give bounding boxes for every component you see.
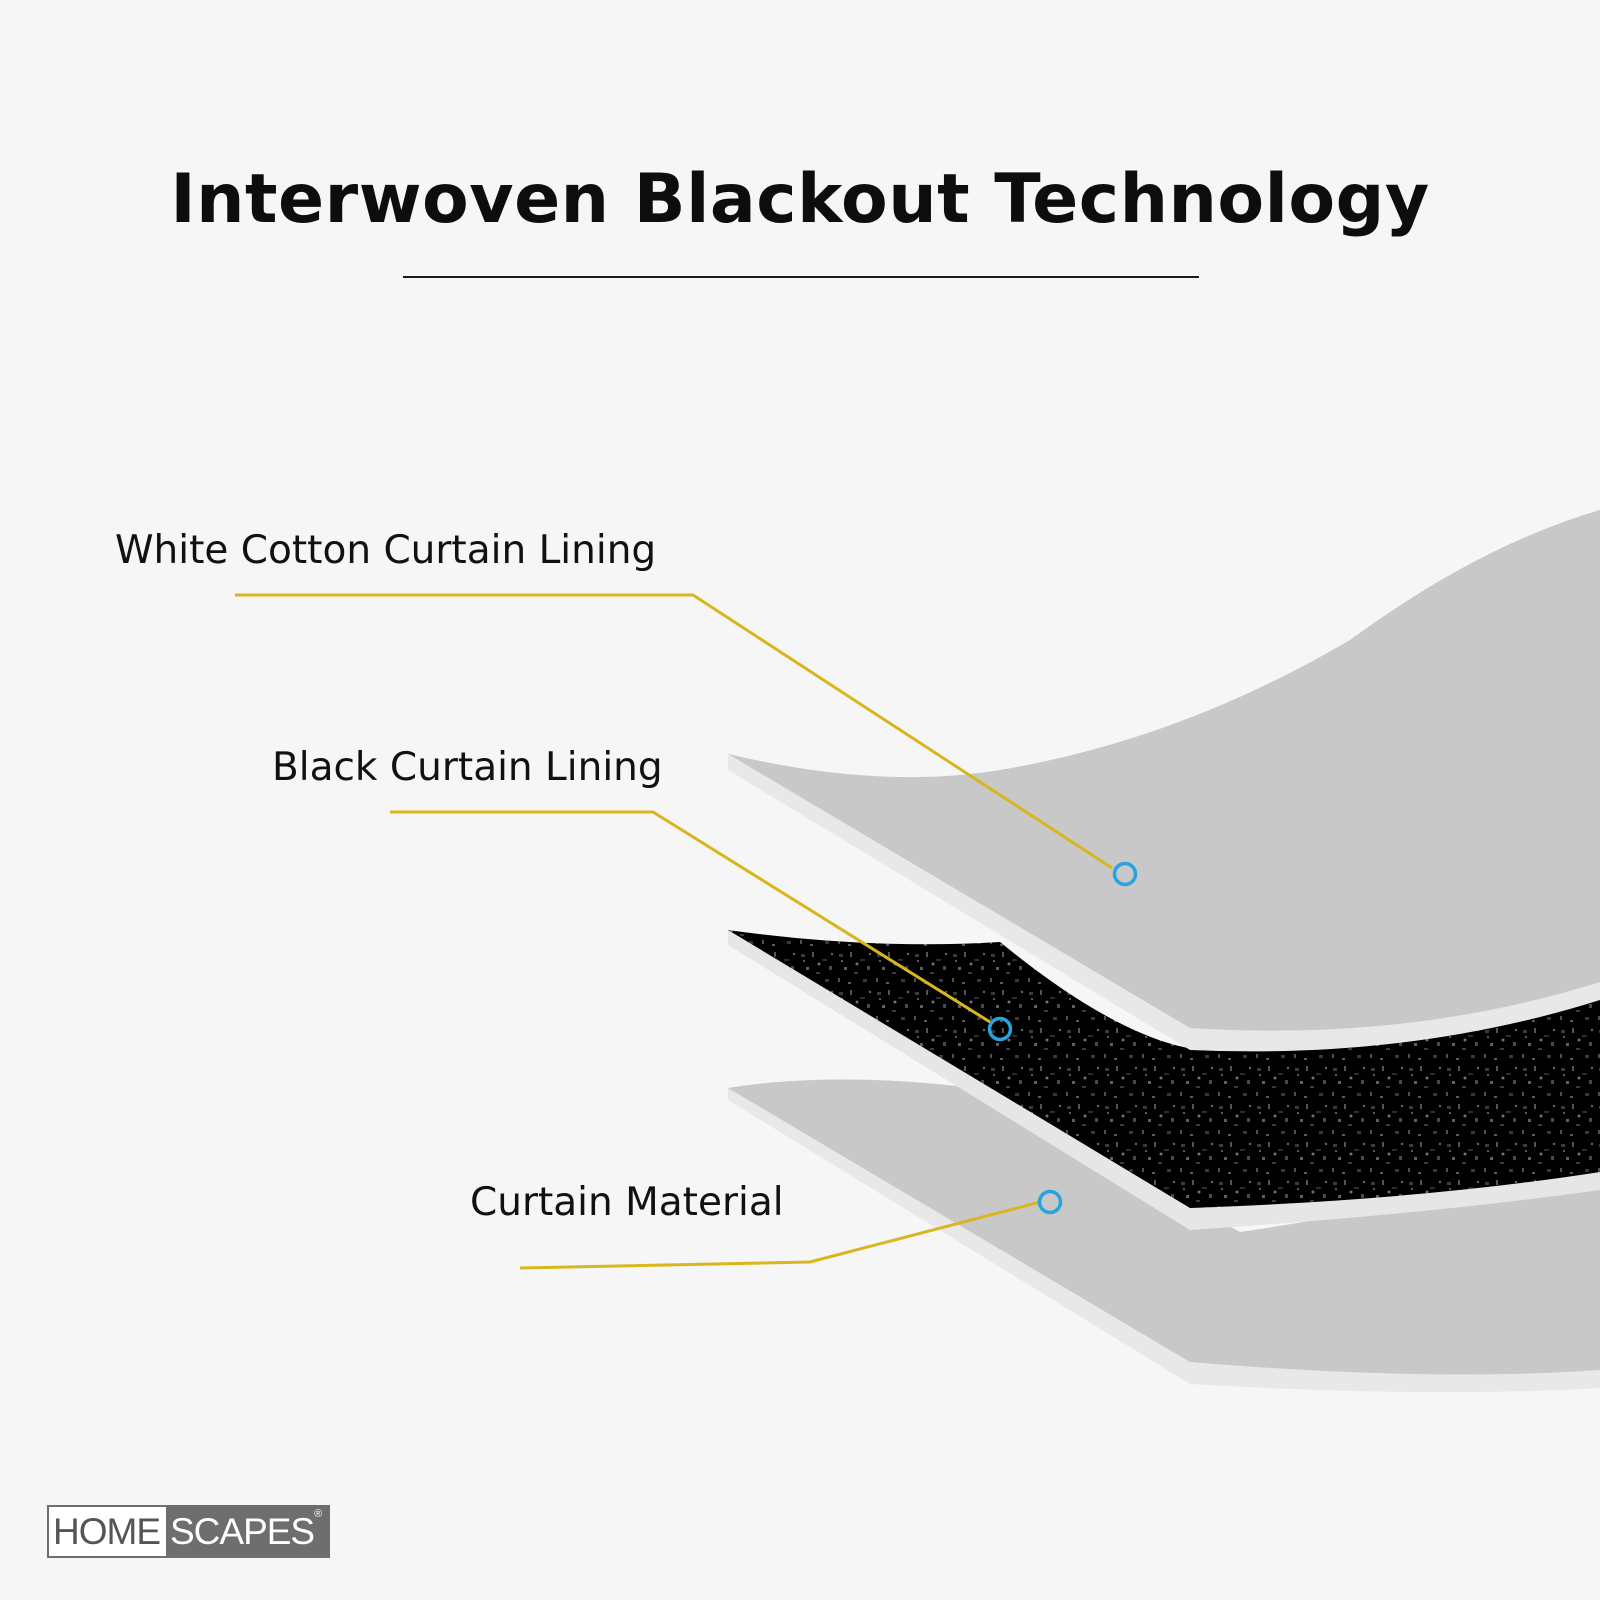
logo-home-text: HOME — [49, 1507, 166, 1556]
leader-line-white-cotton — [235, 593, 1113, 870]
black-lining-sheet — [728, 930, 1600, 1208]
leader-line-material — [519, 1200, 1041, 1270]
registered-mark: ® — [314, 1508, 323, 1520]
black-lining-layer — [728, 930, 1600, 1230]
white-cotton-lining-sheet — [728, 510, 1600, 1031]
label-black-curtain-lining: Black Curtain Lining — [272, 745, 663, 790]
marker-black — [987, 1016, 1013, 1042]
logo-scapes-text: SCAPES® — [166, 1507, 329, 1556]
curtain-material-sheet — [728, 1079, 1600, 1375]
leader-lines — [235, 593, 1113, 1270]
label-white-cotton-lining: White Cotton Curtain Lining — [115, 528, 657, 573]
layer-markers — [987, 861, 1138, 1215]
page-title: Interwoven Blackout Technology — [170, 160, 1430, 239]
white-cotton-lining-layer — [728, 510, 1600, 1052]
leader-line-black — [390, 810, 991, 1024]
homescapes-logo: HOME SCAPES® — [47, 1505, 331, 1558]
marker-white-cotton — [1112, 861, 1138, 887]
curtain-material-layer — [728, 1079, 1600, 1393]
label-curtain-material: Curtain Material — [470, 1180, 784, 1225]
title-divider — [403, 276, 1199, 278]
marker-material — [1037, 1189, 1063, 1215]
logo-scapes-word: SCAPES — [170, 1511, 315, 1552]
